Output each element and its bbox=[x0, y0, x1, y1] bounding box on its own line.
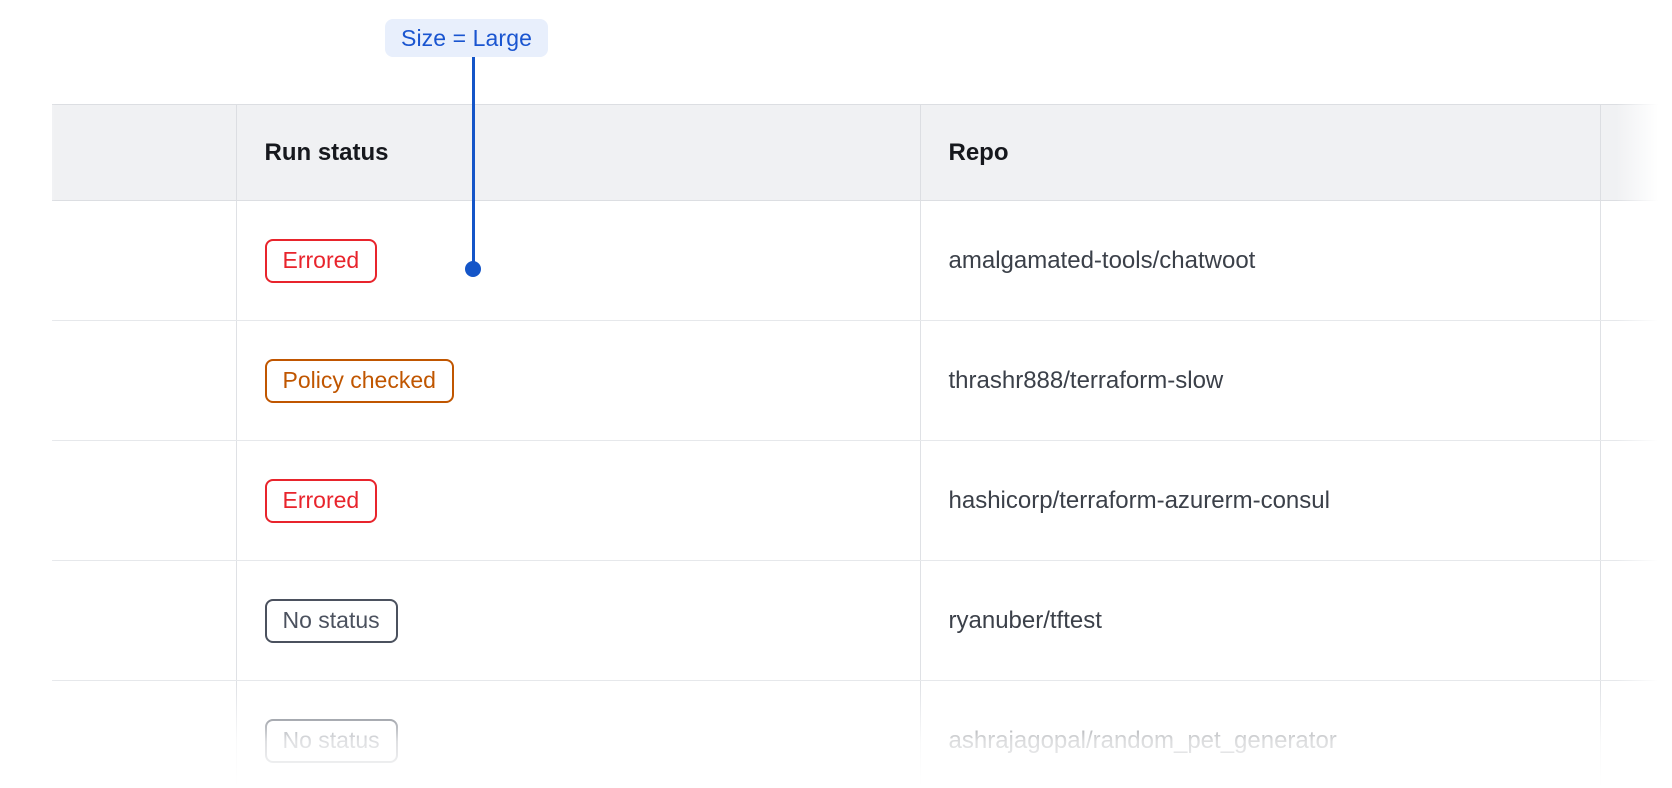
row-spacer-cell bbox=[52, 200, 236, 321]
table-row[interactable]: No status ryanuber/tftest bbox=[0, 560, 1672, 681]
column-header-repo[interactable]: Repo bbox=[919, 104, 1600, 201]
column-header-lead bbox=[0, 105, 52, 201]
row-lead-cell bbox=[0, 680, 52, 788]
table-row[interactable]: Errored amalgamated-tools/chatwoot bbox=[0, 200, 1672, 321]
repo-cell[interactable]: amalgamated-tools/chatwoot bbox=[919, 200, 1600, 321]
row-spacer-cell bbox=[52, 320, 236, 441]
column-header-spacer bbox=[52, 104, 236, 201]
run-status-cell: Errored bbox=[235, 440, 920, 561]
row-tail-cell bbox=[1599, 680, 1672, 788]
row-tail-cell bbox=[1599, 200, 1672, 321]
status-badge[interactable]: No status bbox=[264, 598, 398, 643]
column-header-run-status[interactable]: Run status bbox=[235, 104, 920, 201]
run-status-cell: Policy checked bbox=[235, 320, 920, 441]
status-badge[interactable]: Errored bbox=[264, 478, 378, 523]
column-header-tail bbox=[1599, 104, 1672, 201]
row-spacer-cell bbox=[52, 440, 236, 561]
annotation-connector-line bbox=[472, 57, 475, 267]
repo-cell[interactable]: hashicorp/terraform-azurerm-consul bbox=[919, 440, 1600, 561]
row-lead-cell bbox=[0, 200, 52, 321]
repo-cell[interactable]: ryanuber/tftest bbox=[919, 560, 1600, 681]
row-lead-cell bbox=[0, 440, 52, 561]
run-status-cell: No status bbox=[235, 680, 920, 788]
table-body: Errored amalgamated-tools/chatwoot Polic… bbox=[0, 200, 1672, 788]
run-status-cell: No status bbox=[235, 560, 920, 681]
repo-cell[interactable]: thrashr888/terraform-slow bbox=[919, 320, 1600, 441]
row-tail-cell bbox=[1599, 320, 1672, 441]
status-badge[interactable]: No status bbox=[264, 718, 398, 763]
table-row[interactable]: Errored hashicorp/terraform-azurerm-cons… bbox=[0, 440, 1672, 561]
row-lead-cell bbox=[0, 320, 52, 441]
row-tail-cell bbox=[1599, 440, 1672, 561]
row-spacer-cell bbox=[52, 560, 236, 681]
row-spacer-cell bbox=[52, 680, 236, 788]
row-lead-cell bbox=[0, 560, 52, 681]
table-row[interactable]: Policy checked thrashr888/terraform-slow bbox=[0, 320, 1672, 441]
table-row[interactable]: No status ashrajagopal/random_pet_genera… bbox=[0, 680, 1672, 788]
run-status-table: Run status Repo Errored amalgamated-tool… bbox=[0, 104, 1672, 788]
run-status-cell: Errored bbox=[235, 200, 920, 321]
table-header: Run status Repo bbox=[0, 104, 1672, 201]
status-badge[interactable]: Errored bbox=[264, 238, 378, 283]
row-tail-cell bbox=[1599, 560, 1672, 681]
run-status-table-wrapper: Run status Repo Errored amalgamated-tool… bbox=[0, 104, 1672, 788]
annotation-label-size-large: Size = Large bbox=[385, 19, 548, 57]
repo-cell[interactable]: ashrajagopal/random_pet_generator bbox=[919, 680, 1600, 788]
table-header-row: Run status Repo bbox=[0, 104, 1672, 201]
annotation-anchor-dot bbox=[465, 261, 481, 277]
status-badge[interactable]: Policy checked bbox=[264, 358, 454, 403]
